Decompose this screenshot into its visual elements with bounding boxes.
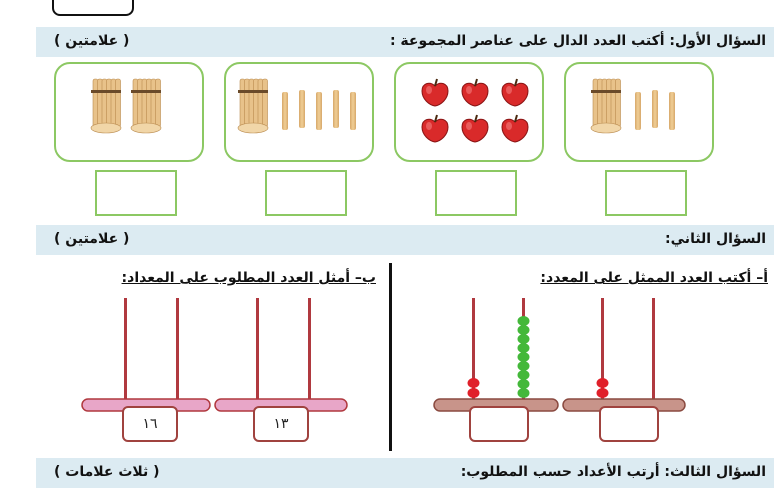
ones-bead — [517, 316, 530, 326]
question2-title: السؤال الثاني: — [665, 231, 766, 247]
abacus-a-left — [433, 298, 559, 412]
abacus-answer-box-1[interactable] — [469, 406, 529, 442]
part-b-instruction: ب– أمثل العدد المطلوب على المعداد: — [121, 270, 376, 286]
abacus-a-right — [562, 298, 686, 412]
ones-bead — [517, 379, 530, 389]
ones-bead — [517, 343, 530, 353]
apple-icon — [460, 78, 490, 108]
question1-title: السؤال الأول: أكتب العدد الدال على عناصر… — [389, 33, 766, 49]
question2-marks: ( علامتين ) — [54, 231, 130, 247]
apple-icon — [500, 114, 530, 144]
ones-bead — [517, 325, 530, 335]
single-stick-icon — [282, 92, 288, 130]
abacus-number-box-16: ١٦ — [122, 406, 178, 442]
single-stick-icon — [652, 90, 658, 128]
group-card-1 — [54, 62, 204, 162]
section-divider — [389, 263, 392, 451]
ones-bead — [517, 334, 530, 344]
answer-box-3[interactable] — [435, 170, 517, 216]
ones-bead — [517, 370, 530, 380]
answer-box-4[interactable] — [605, 170, 687, 216]
question3-header: السؤال الثالث: أرتب الأعداد حسب المطلوب:… — [36, 458, 774, 488]
question3-marks: ( ثلاث علامات ) — [54, 464, 160, 480]
group-card-2 — [224, 62, 374, 162]
question3-title: السؤال الثالث: أرتب الأعداد حسب المطلوب: — [460, 464, 766, 480]
apple-icon — [460, 114, 490, 144]
ones-bead — [517, 388, 530, 398]
answer-box-1[interactable] — [95, 170, 177, 216]
single-stick-icon — [299, 90, 305, 128]
question1-header: السؤال الأول: أكتب العدد الدال على عناصر… — [36, 27, 774, 57]
single-stick-icon — [333, 90, 339, 128]
abacus-b-left — [81, 298, 211, 412]
single-stick-icon — [350, 92, 356, 130]
bundle-of-ten-icon — [236, 76, 270, 134]
single-stick-icon — [669, 92, 675, 130]
group-card-3 — [394, 62, 544, 162]
part-a-instruction: أ– أكتب العدد الممثل على المعدد: — [540, 270, 768, 286]
bundle-of-ten-icon — [89, 76, 123, 134]
abacus-number-box-13: ١٣ — [253, 406, 309, 442]
tens-bead — [467, 378, 480, 388]
question2-header: السؤال الثاني: ( علامتين ) — [36, 225, 774, 255]
apple-icon — [420, 78, 450, 108]
abacus-b-right — [214, 298, 348, 412]
ones-bead — [517, 361, 530, 371]
bundle-of-ten-icon — [589, 76, 623, 134]
question1-marks: ( علامتين ) — [54, 33, 130, 49]
apple-icon — [500, 78, 530, 108]
abacus-answer-box-2[interactable] — [599, 406, 659, 442]
single-stick-icon — [316, 92, 322, 130]
single-stick-icon — [635, 92, 641, 130]
answer-box-2[interactable] — [265, 170, 347, 216]
tens-bead — [596, 378, 609, 388]
ones-bead — [517, 352, 530, 362]
abacus-area — [81, 298, 686, 412]
group-card-4 — [564, 62, 714, 162]
tens-bead — [467, 388, 480, 398]
apple-icon — [420, 114, 450, 144]
header-name-box — [52, 0, 134, 16]
bundle-of-ten-icon — [129, 76, 163, 134]
tens-bead — [596, 388, 609, 398]
